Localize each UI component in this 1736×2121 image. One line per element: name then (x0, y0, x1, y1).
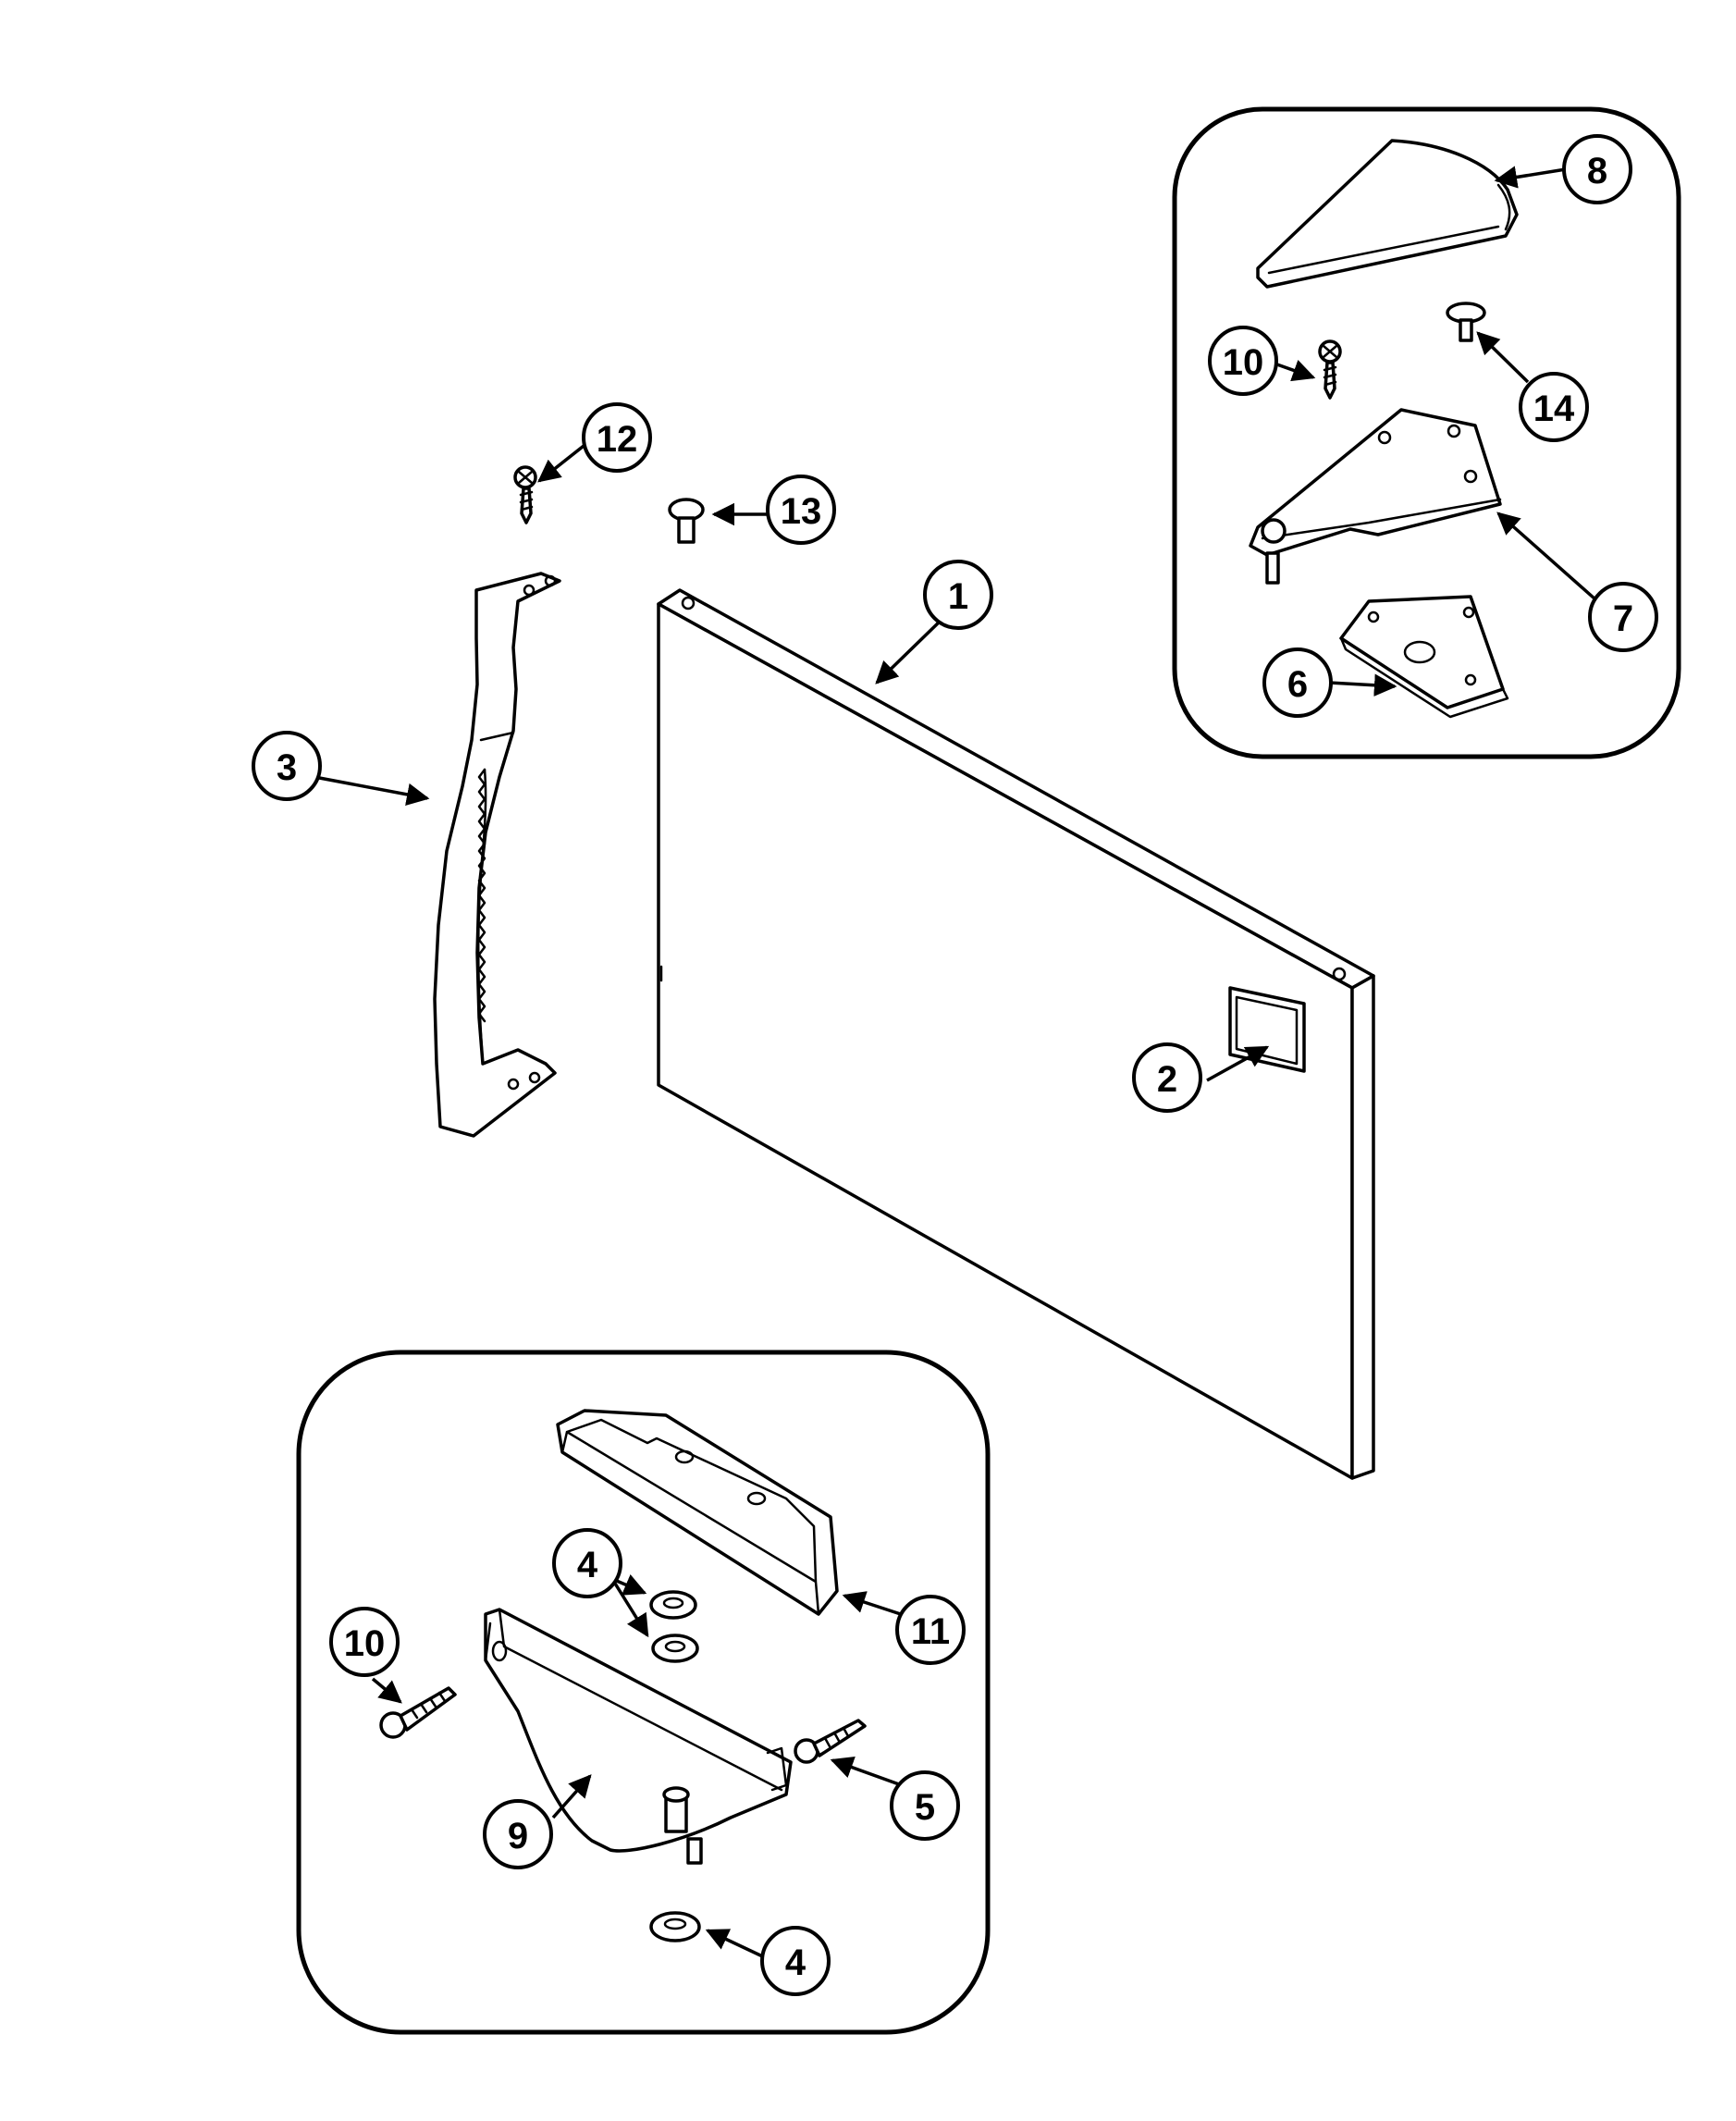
callout-4-lower: 4 (760, 1926, 831, 1996)
washer-upper-1 (649, 1590, 697, 1620)
handle-screw (513, 465, 537, 524)
svg-text:12: 12 (597, 419, 638, 460)
svg-text:13: 13 (781, 491, 822, 532)
callout-6: 6 (1262, 647, 1333, 718)
callout-12: 12 (582, 402, 652, 473)
callout-10-upper: 10 (1208, 326, 1278, 396)
callout-1: 1 (923, 560, 993, 630)
leader-lines (314, 166, 1597, 1963)
callout-14: 14 (1519, 372, 1589, 442)
svg-text:9: 9 (508, 1816, 528, 1856)
svg-text:8: 8 (1587, 151, 1607, 191)
washer-lower (649, 1911, 701, 1942)
hinge-pin-cap (1446, 302, 1486, 342)
svg-text:10: 10 (344, 1623, 386, 1664)
washer-upper-2 (651, 1634, 699, 1663)
svg-text:10: 10 (1223, 342, 1264, 383)
hinge-mount-screw (794, 1719, 867, 1764)
svg-text:6: 6 (1287, 664, 1308, 705)
svg-text:3: 3 (277, 747, 297, 788)
callout-11: 11 (895, 1595, 966, 1665)
callout-13: 13 (766, 475, 836, 545)
callout-3: 3 (252, 731, 322, 801)
callout-10-lower: 10 (329, 1607, 400, 1677)
svg-text:1: 1 (948, 576, 968, 617)
bottom-hinge (484, 1608, 793, 1865)
callout-9: 9 (483, 1799, 553, 1869)
callout-5: 5 (890, 1770, 960, 1841)
door-panel (657, 588, 1375, 1480)
callout-4-upper: 4 (552, 1528, 622, 1598)
door-handle (433, 572, 561, 1138)
hole-plug (668, 498, 705, 544)
hinge-shim (1339, 595, 1509, 719)
svg-text:4: 4 (577, 1545, 598, 1585)
callout-8: 8 (1562, 134, 1632, 204)
svg-text:14: 14 (1533, 388, 1575, 429)
svg-text:11: 11 (911, 1611, 950, 1652)
hinge-cover (1256, 139, 1519, 289)
svg-text:2: 2 (1157, 1059, 1177, 1100)
top-hinge-bracket (1249, 408, 1502, 585)
callout-2: 2 (1132, 1042, 1202, 1113)
callout-7: 7 (1588, 582, 1658, 652)
lower-hinge-screw (379, 1686, 457, 1739)
svg-text:7: 7 (1613, 598, 1633, 639)
svg-text:5: 5 (915, 1787, 935, 1828)
upper-hinge-screw (1318, 339, 1342, 400)
svg-text:4: 4 (785, 1942, 806, 1983)
door-stop (556, 1409, 839, 1616)
